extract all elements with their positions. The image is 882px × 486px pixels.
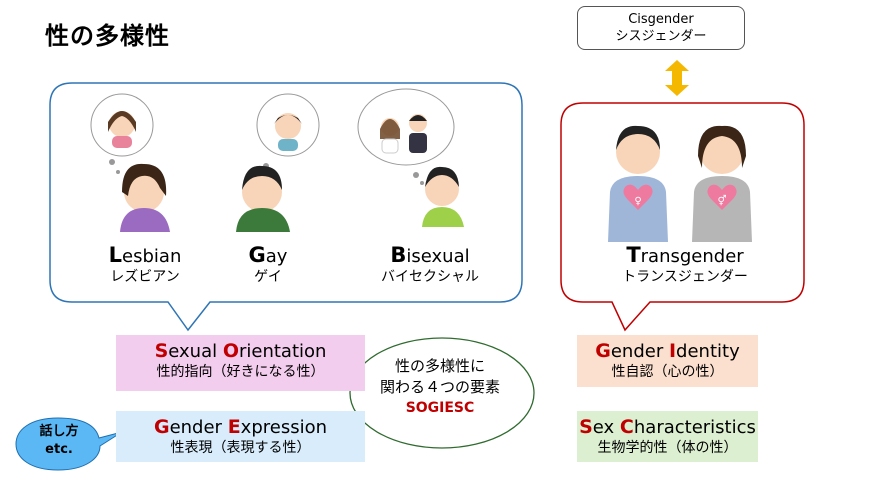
bisexual-initial: B (390, 243, 407, 267)
center-ellipse (349, 337, 535, 449)
gender-expression-ja: 性表現（表現する性） (170, 440, 311, 456)
ge-word2: xpression (240, 417, 328, 438)
page-title: 性の多様性 (45, 22, 170, 50)
ge-initial-e: E (227, 416, 241, 438)
transgender-illustration: ♀ ⚥ (608, 125, 752, 242)
cisgender-box: Cisgender シスジェンダー (577, 6, 745, 50)
speech-bubble-shape (15, 417, 123, 471)
gender-identity-ja: 性自認（心の性） (611, 364, 724, 380)
gay-rest: ay (265, 246, 288, 267)
ge-initial-g: G (153, 416, 170, 438)
sexual-orientation-ja: 性的指向（好きになる性） (156, 364, 325, 380)
center-line1: 性の多様性に (394, 357, 485, 375)
sex-characteristics-ja: 生物学的性（体の性） (597, 440, 738, 456)
gi-initial-g: G (595, 340, 611, 362)
gi-initial-i: I (668, 340, 677, 362)
sc-word2: haracteristics (633, 417, 756, 438)
bisexual-illustration (357, 88, 464, 227)
svg-text:♀: ♀ (634, 196, 641, 207)
sogiesc-keyword: SOGIESC (405, 400, 475, 416)
lesbian-initial: L (108, 243, 123, 267)
gi-word2: dentity (676, 341, 740, 362)
gay-label: Gay ゲイ (228, 244, 308, 286)
lesbian-ja: レズビアン (110, 269, 180, 285)
transgender-initial: T (626, 243, 641, 267)
speech-bubble-text: 話し方 etc. (18, 415, 100, 471)
so-word1: exual (168, 341, 223, 362)
gender-expression-box: Gender Expression 性表現（表現する性） (116, 411, 365, 462)
sexual-orientation-box: Sexual Orientation 性的指向（好きになる性） (116, 335, 365, 391)
gay-illustration (236, 93, 320, 232)
bisexual-rest: isexual (406, 246, 470, 267)
sex-characteristics-box: Sex Characteristics 生物学的性（体の性） (577, 411, 758, 462)
double-arrow-icon (665, 60, 689, 96)
svg-text:⚥: ⚥ (717, 195, 726, 207)
center-line2: 関わる４つの要素 (379, 378, 500, 396)
lesbian-rest: esbian (122, 246, 182, 267)
speech-line2: etc. (45, 442, 73, 457)
gender-identity-box: Gender Identity 性自認（心の性） (577, 335, 758, 387)
so-word2: rientation (238, 341, 327, 362)
so-initial-s: S (154, 340, 169, 362)
transgender-ja: トランスジェンダー (622, 269, 748, 285)
speech-line1: 話し方 (39, 424, 79, 439)
transgender-rest: ransgender (640, 246, 744, 267)
ge-word1: ender (169, 417, 228, 438)
cisgender-label-en: Cisgender (628, 12, 694, 27)
center-caption: 性の多様性に 関わる４つの要素 SOGIESC (360, 356, 520, 419)
cisgender-label-ja: シスジェンダー (615, 29, 707, 44)
gi-word1: ender (610, 341, 669, 362)
bisexual-ja: バイセクシャル (381, 269, 479, 285)
lesbian-label: Lesbian レズビアン (80, 244, 210, 286)
sc-initial-s: S (579, 416, 593, 438)
gay-ja: ゲイ (254, 269, 282, 285)
gay-initial: G (248, 243, 266, 267)
transgender-label: Transgender トランスジェンダー (590, 244, 780, 286)
so-initial-o: O (222, 340, 239, 362)
bisexual-label: Bisexual バイセクシャル (360, 244, 500, 286)
sc-initial-c: C (619, 416, 634, 438)
sc-word1: ex (592, 417, 620, 438)
lesbian-illustration (90, 93, 170, 232)
